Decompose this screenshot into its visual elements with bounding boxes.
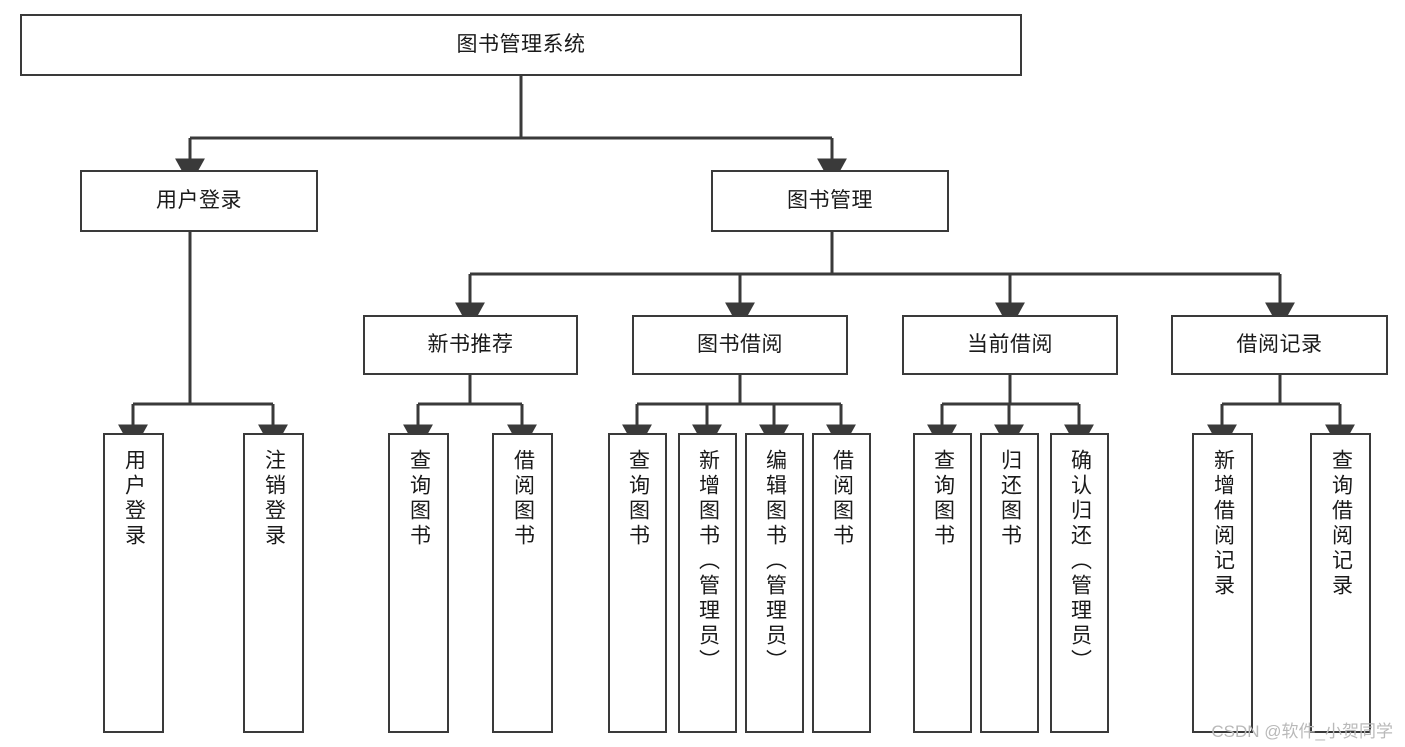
leaf-edit-book-admin-label: 编辑图书（管理员） [763, 449, 787, 674]
node-current-borrow-label: 当前借阅 [967, 332, 1053, 356]
node-borrow-record-label: 借阅记录 [1236, 332, 1323, 356]
leaf-add-borrow-record-label: 新增借阅记录 [1211, 449, 1235, 599]
node-new-book-recommend[interactable]: 新书推荐 [363, 315, 578, 375]
leaf-query-book-1[interactable]: 查询图书 [388, 433, 449, 733]
csdn-watermark: CSDN @软件_小贺同学 [1211, 722, 1393, 741]
node-book-borrow[interactable]: 图书借阅 [632, 315, 848, 375]
leaf-user-logout[interactable]: 注销登录 [243, 433, 304, 733]
node-root-label: 图书管理系统 [456, 32, 586, 56]
leaf-query-borrow-record[interactable]: 查询借阅记录 [1310, 433, 1371, 733]
leaf-query-book-1-label: 查询图书 [407, 449, 431, 549]
leaf-borrow-book-1[interactable]: 借阅图书 [492, 433, 553, 733]
leaf-borrow-book-2[interactable]: 借阅图书 [812, 433, 871, 733]
leaf-confirm-return-admin[interactable]: 确认归还（管理员） [1050, 433, 1109, 733]
leaf-user-login[interactable]: 用户登录 [103, 433, 164, 733]
leaf-return-book[interactable]: 归还图书 [980, 433, 1039, 733]
node-user-login[interactable]: 用户登录 [80, 170, 318, 232]
node-new-book-recommend-label: 新书推荐 [427, 332, 514, 356]
leaf-query-book-2[interactable]: 查询图书 [608, 433, 667, 733]
leaf-edit-book-admin[interactable]: 编辑图书（管理员） [745, 433, 804, 733]
leaf-borrow-book-2-label: 借阅图书 [830, 449, 854, 549]
node-book-management-label: 图书管理 [787, 188, 873, 212]
leaf-add-book-admin-label: 新增图书（管理员） [696, 449, 720, 674]
leaf-query-book-3-label: 查询图书 [931, 449, 955, 549]
node-current-borrow[interactable]: 当前借阅 [902, 315, 1118, 375]
leaf-user-login-label: 用户登录 [122, 449, 146, 549]
node-book-management[interactable]: 图书管理 [711, 170, 949, 232]
leaf-add-book-admin[interactable]: 新增图书（管理员） [678, 433, 737, 733]
node-book-borrow-label: 图书借阅 [697, 332, 783, 356]
leaf-add-borrow-record[interactable]: 新增借阅记录 [1192, 433, 1253, 733]
node-user-login-label: 用户登录 [156, 188, 242, 212]
leaf-query-book-2-label: 查询图书 [626, 449, 650, 549]
leaf-return-book-label: 归还图书 [998, 449, 1022, 549]
leaf-borrow-book-1-label: 借阅图书 [511, 449, 535, 549]
node-root[interactable]: 图书管理系统 [20, 14, 1022, 76]
leaf-query-book-3[interactable]: 查询图书 [913, 433, 972, 733]
leaf-query-borrow-record-label: 查询借阅记录 [1329, 449, 1353, 599]
node-borrow-record[interactable]: 借阅记录 [1171, 315, 1388, 375]
leaf-user-logout-label: 注销登录 [262, 449, 286, 549]
leaf-confirm-return-admin-label: 确认归还（管理员） [1068, 449, 1092, 674]
